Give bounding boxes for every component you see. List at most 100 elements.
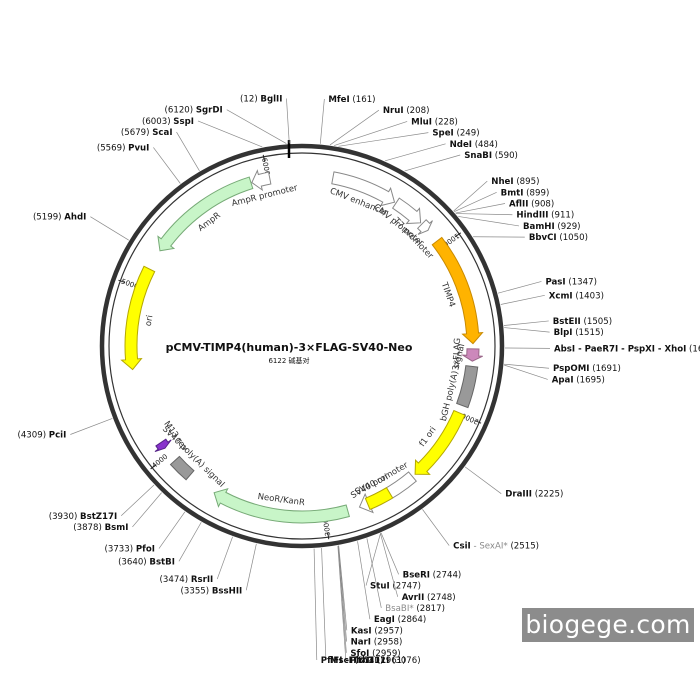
site-name-text: BmtI bbox=[501, 188, 524, 198]
watermark-logo: biogege.com bbox=[522, 608, 694, 642]
site-label-kasi-2957: KasI (2957) bbox=[351, 626, 403, 636]
site-leader-ndei-484 bbox=[385, 143, 446, 162]
site-name-text: AflII bbox=[509, 200, 528, 210]
site-leader-blpi-1515 bbox=[504, 327, 550, 333]
site-name-text: NruI bbox=[383, 106, 404, 116]
site-leader-bseri-2744 bbox=[380, 532, 399, 575]
site-label-bsteii-1505: BstEII (1505) bbox=[553, 317, 612, 327]
site-leader-nhei-895 bbox=[453, 180, 488, 212]
feature-ampr bbox=[157, 176, 254, 252]
site-name-text: BseRI bbox=[403, 570, 430, 580]
site-label-apai-1695: ApaI (1695) bbox=[552, 375, 605, 385]
site-label-bstbi-3640: (3640) BstBI bbox=[118, 557, 175, 567]
site-name-text: PasI bbox=[545, 277, 565, 287]
site-label-ndei-484: NdeI (484) bbox=[450, 140, 498, 150]
site-name-text: StuI bbox=[370, 582, 390, 592]
site-leader-eagi-2864 bbox=[357, 541, 371, 620]
site-name-text: PluTI bbox=[350, 656, 374, 666]
site-label-sgrdi-6120: (6120) SgrDI bbox=[165, 106, 223, 116]
site-leader-hindiii-911 bbox=[455, 213, 513, 216]
site-pos-text: (3930) bbox=[49, 512, 80, 522]
site-pos-text: (2515) bbox=[508, 542, 539, 552]
plasmid-name: pCMV-TIMP4(human)-3×FLAG-SV40-Neo bbox=[166, 341, 413, 354]
site-label-2817: BsaBI* (2817) bbox=[385, 604, 445, 614]
feature-ori bbox=[120, 265, 156, 371]
site-pos-text: (1403) bbox=[573, 291, 604, 301]
site-name-text: ApaI bbox=[552, 375, 574, 385]
site-leader-nari-2958 bbox=[338, 545, 347, 642]
tick-mark bbox=[454, 232, 462, 238]
site-name-text: BlpI bbox=[554, 328, 573, 338]
plasmid-size: 6122 碱基对 bbox=[268, 356, 309, 365]
site-name-text: BglII bbox=[260, 94, 282, 104]
site-pos-text: (1050) bbox=[557, 233, 588, 243]
site-leader-xcmi-1403 bbox=[500, 294, 545, 305]
site-pos-text: (2744) bbox=[430, 570, 461, 580]
site-pos-text: (3474) bbox=[160, 575, 191, 585]
site-name-text: AvrII bbox=[402, 593, 425, 603]
site-name-text: RsrII bbox=[191, 575, 213, 585]
site-leader-bsmi-3878 bbox=[132, 492, 162, 528]
site-name-text: BsmI bbox=[105, 523, 129, 533]
site-leader-stui-2747 bbox=[365, 533, 381, 586]
site-leader-pflfi-tth111i-3076 bbox=[313, 548, 318, 661]
site-name-text: NarI bbox=[351, 638, 371, 648]
site-name-text: XcmI bbox=[549, 291, 573, 301]
site-pos-text: (3040) bbox=[352, 656, 383, 666]
site-star-text: BsaBI* bbox=[385, 604, 414, 614]
site-name-text: SfoI bbox=[350, 649, 369, 659]
site-leader-pcii-4309 bbox=[70, 418, 113, 435]
site-leader-bmti-899 bbox=[454, 192, 497, 212]
site-leader-csii-2515 bbox=[422, 509, 450, 546]
site-name-text: NdeI bbox=[450, 140, 472, 150]
site-leader-sspi-6003 bbox=[197, 120, 263, 148]
site-pos-text: (2817) bbox=[414, 604, 445, 614]
site-pos-text: (249) bbox=[454, 129, 480, 139]
site-pos-text: (3733) bbox=[105, 545, 136, 555]
site-label-msci-3040: MscI (3040) bbox=[330, 656, 383, 666]
feature-label-3xflag: 3xFLAG bbox=[451, 338, 463, 371]
site-label-ahdi-5199: (5199) AhdI bbox=[33, 213, 86, 223]
site-leader-scai-5679 bbox=[176, 131, 200, 171]
site-label-rsrii-3474: (3474) RsrII bbox=[160, 575, 214, 585]
site-label-hindiii-911: HindIII (911) bbox=[516, 211, 574, 221]
site-pos-text: (1515) bbox=[572, 328, 603, 338]
site-name-text: HindIII bbox=[516, 211, 548, 221]
site-label-nhei-895: NheI (895) bbox=[491, 177, 539, 187]
site-name-text: DraIII bbox=[505, 490, 532, 500]
site-leader-pluti-2961 bbox=[337, 545, 347, 661]
site-pos-text: (3878) bbox=[73, 523, 104, 533]
feature-sv40-ori bbox=[364, 487, 394, 511]
site-pos-text: (4309) bbox=[17, 431, 48, 441]
feature-bgh-poly-a-signal bbox=[456, 365, 479, 409]
site-name-text: MluI bbox=[411, 117, 432, 127]
site-label-pvui-5569: (5569) PvuI bbox=[97, 143, 150, 153]
site-label-mlui-228: MluI (228) bbox=[411, 117, 458, 127]
site-pos-text: (1347) bbox=[566, 277, 597, 287]
feature-t7-promoter bbox=[416, 219, 433, 235]
site-pos-text: (2961) bbox=[374, 656, 405, 666]
site-label-bglii-12: (12) BglII bbox=[240, 94, 282, 104]
site-leader-pfoi-3733 bbox=[158, 511, 186, 549]
site-pos-text: (5569) bbox=[97, 143, 128, 153]
feature-ampr-promoter bbox=[251, 169, 272, 192]
tick-mark bbox=[118, 279, 126, 284]
site-label-sfoi-2959: SfoI (2959) bbox=[350, 649, 400, 659]
site-pos-text: (2747) bbox=[390, 582, 421, 592]
site-pos-text: (1613) bbox=[686, 344, 700, 354]
site-leader-aflii-908 bbox=[455, 203, 506, 214]
site-leader-bamhi-929 bbox=[458, 216, 520, 227]
site-leader-rsrii-3474 bbox=[216, 536, 233, 580]
site-leader-bglii-12 bbox=[286, 98, 290, 144]
site-name-text: BstZ17I bbox=[80, 512, 117, 522]
site-leader-spei-249 bbox=[338, 132, 429, 147]
site-name-text: KasI bbox=[351, 626, 372, 636]
site-label-bmti-899: BmtI (899) bbox=[501, 188, 550, 198]
site-label-pluti-2961: PluTI (2961) bbox=[350, 656, 406, 666]
site-label-draiii-2225: DraIII (2225) bbox=[505, 490, 563, 500]
site-pos-text: (911) bbox=[548, 211, 574, 221]
site-name-text: MfeI bbox=[328, 95, 349, 105]
site-label-bsmi-3878: (3878) BsmI bbox=[73, 523, 128, 533]
tick-mark bbox=[327, 532, 330, 540]
